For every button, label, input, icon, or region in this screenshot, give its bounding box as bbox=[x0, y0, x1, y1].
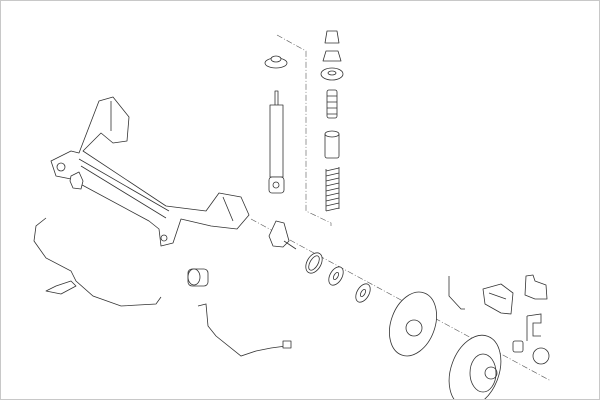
axle-beam bbox=[50, 96, 250, 247]
caliper-bracket bbox=[526, 313, 542, 341]
assembly-lines bbox=[250, 34, 552, 382]
strut-mount bbox=[264, 55, 288, 69]
brake-pads bbox=[524, 274, 548, 300]
shock-absorber bbox=[268, 90, 285, 194]
hub-cap bbox=[532, 347, 550, 365]
bump-stop bbox=[322, 30, 342, 62]
axle-bushing bbox=[69, 171, 84, 190]
dust-cover bbox=[324, 89, 340, 159]
seal-ring bbox=[305, 252, 323, 274]
brake-caliper bbox=[482, 283, 514, 315]
abs-sensor bbox=[33, 217, 162, 307]
wheel-carrier bbox=[268, 220, 297, 250]
brake-disc bbox=[448, 334, 502, 399]
backing-plate bbox=[389, 291, 437, 357]
brake-cable bbox=[197, 303, 292, 357]
abs-bushing bbox=[187, 268, 209, 287]
brake-hose bbox=[448, 276, 465, 310]
coil-spring bbox=[325, 167, 340, 212]
spring-seat bbox=[320, 67, 344, 81]
bearing bbox=[328, 266, 371, 303]
wheel-nut bbox=[512, 340, 524, 353]
